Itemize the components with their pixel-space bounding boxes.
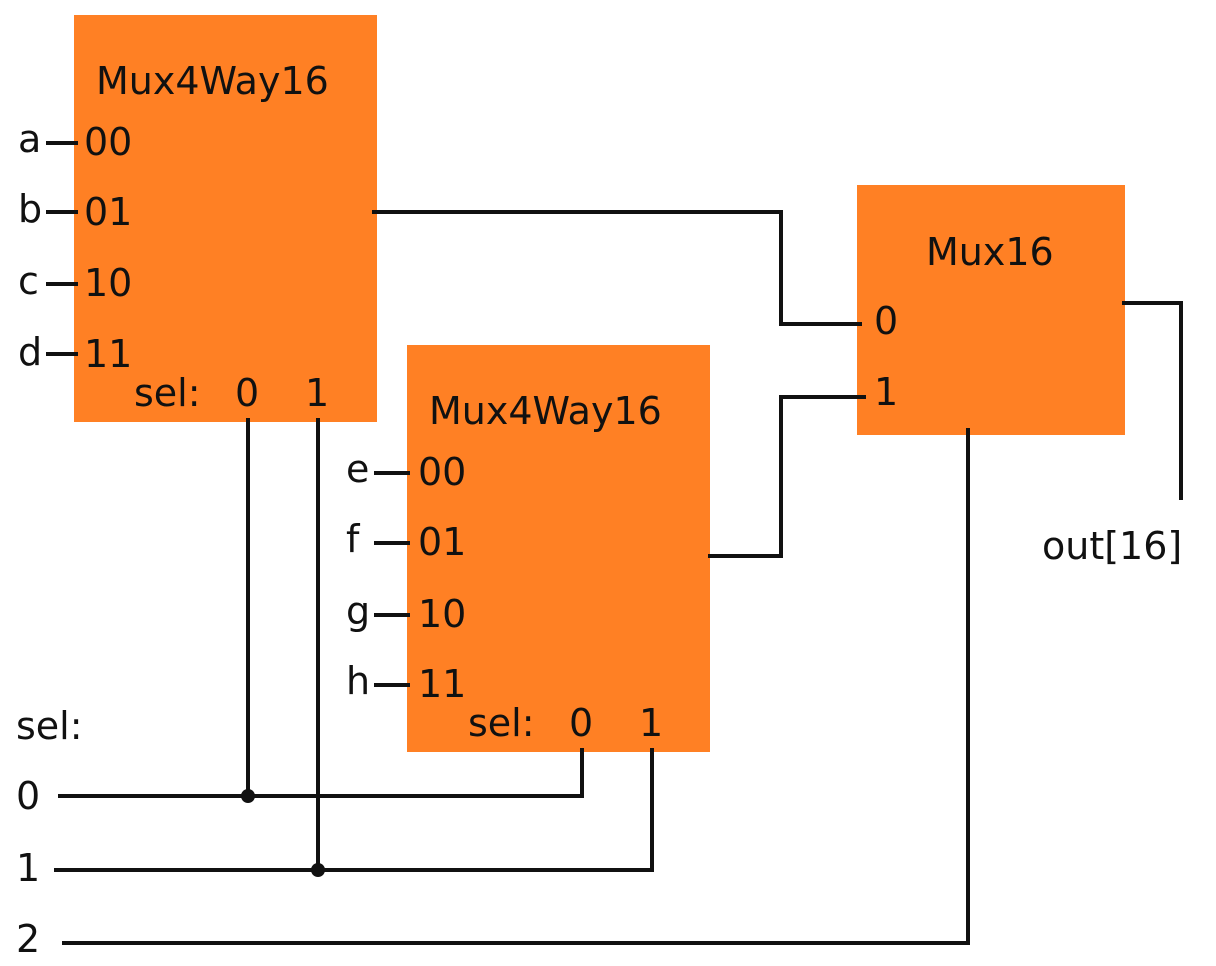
mux4way16-top-port-10: 10 — [84, 261, 133, 305]
input-label-g: g — [346, 589, 371, 633]
sel-bus-bit-0: 0 — [16, 774, 41, 818]
wire-mux16-output — [1122, 301, 1183, 500]
mux4way16-top-port-00: 00 — [84, 120, 133, 164]
wire-sel1-bus — [54, 748, 654, 872]
input-label-c: c — [18, 259, 39, 303]
mux4way16-bottom-sel-label: sel: — [468, 701, 535, 745]
junction-sel1 — [311, 863, 325, 877]
mux4way16-top-port-01: 01 — [84, 190, 133, 234]
mux4way16-top-title: Mux4Way16 — [96, 59, 329, 103]
input-label-b: b — [18, 187, 43, 231]
mux4way16-bottom-port-11: 11 — [418, 662, 467, 706]
mux4way16-top-sel-bit-0: 0 — [235, 371, 260, 415]
mux16-port-0: 0 — [874, 299, 899, 343]
mux16-port-1: 1 — [874, 370, 899, 414]
sel-bus-label: sel: — [16, 704, 83, 748]
mux4way16-bottom-port-00: 00 — [418, 450, 467, 494]
mux4way16-top-port-11: 11 — [84, 332, 133, 376]
sel-bus-bit-1: 1 — [16, 846, 41, 890]
mux4way16-top-sel-label: sel: — [134, 371, 201, 415]
mux4way16-top-sel-bit-1: 1 — [305, 371, 330, 415]
output-label: out[16] — [1042, 524, 1183, 568]
input-label-a: a — [18, 117, 42, 161]
input-label-e: e — [346, 447, 370, 491]
input-label-f: f — [346, 517, 360, 561]
mux4way16-bottom-port-10: 10 — [418, 592, 467, 636]
mux4way16-top-block — [74, 15, 377, 422]
mux4way16-bottom-sel-bit-1: 1 — [639, 701, 664, 745]
mux4way16-bottom-sel-bit-0: 0 — [569, 701, 594, 745]
mux4way16-bottom-port-01: 01 — [418, 520, 467, 564]
wire-sel0-bus — [58, 748, 584, 798]
input-label-h: h — [346, 659, 371, 703]
wire-top-mux-to-mux16-0 — [372, 210, 862, 326]
wire-bottom-mux-to-mux16-1 — [708, 395, 866, 558]
mux4way16-bottom-title: Mux4Way16 — [429, 389, 662, 433]
input-label-d: d — [18, 330, 43, 374]
junction-sel0 — [241, 789, 255, 803]
sel-bus-bit-2: 2 — [16, 917, 41, 961]
mux16-block — [857, 185, 1125, 435]
mux16-title: Mux16 — [926, 230, 1054, 274]
